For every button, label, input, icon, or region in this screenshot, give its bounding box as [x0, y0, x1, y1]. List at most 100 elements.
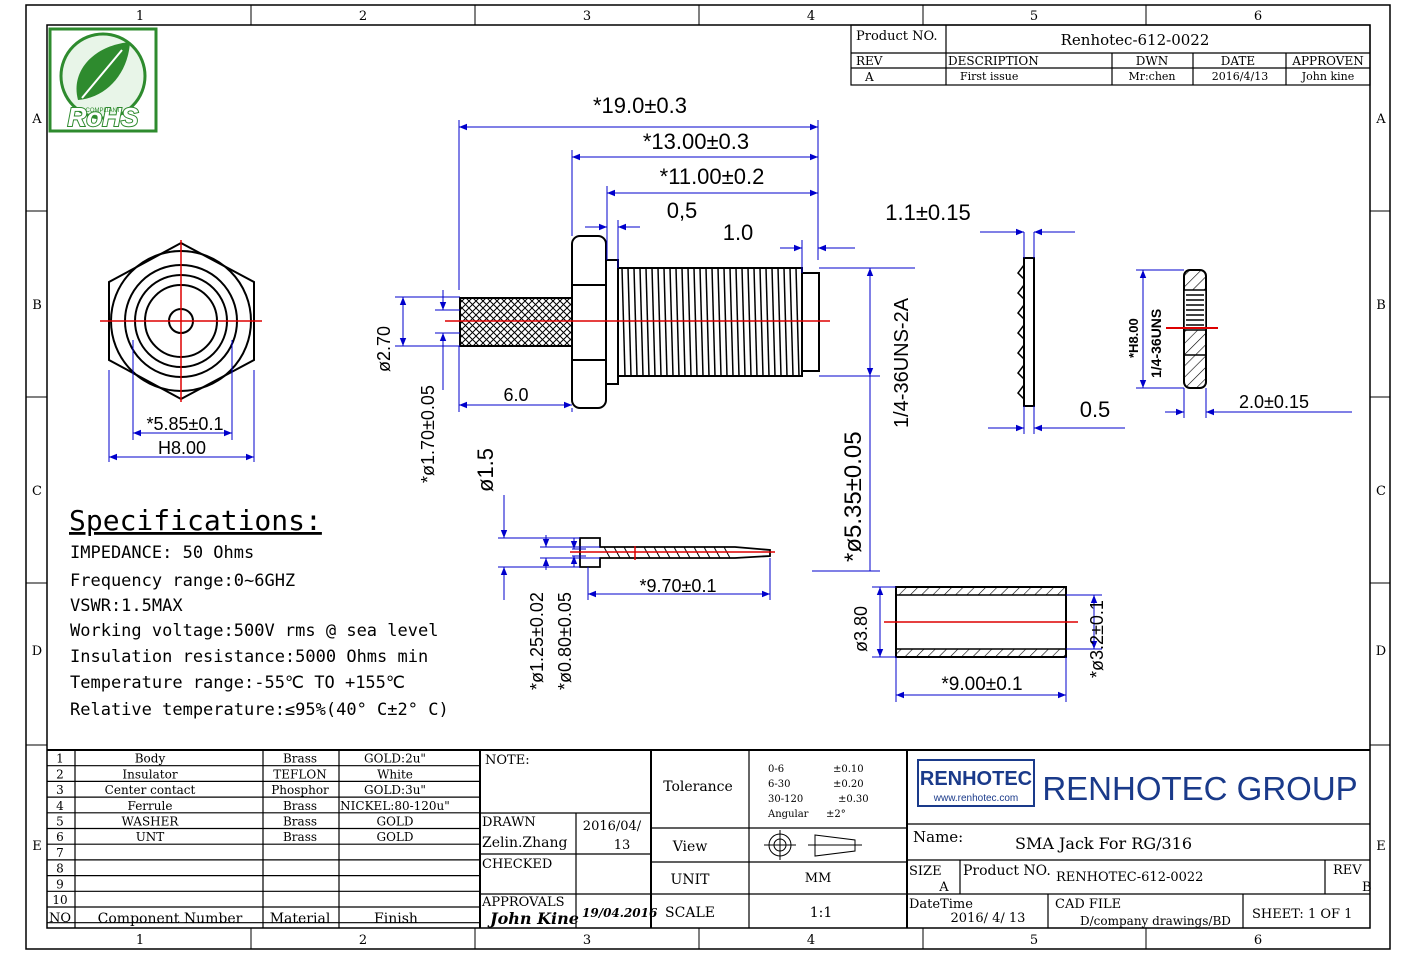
washer-tooth — [1017, 324, 1025, 340]
thread-line — [699, 267, 704, 377]
thread-line — [645, 267, 650, 377]
tol-range-2: 6-30 — [768, 779, 790, 790]
ferrule-view — [884, 586, 1078, 658]
inner-border — [46, 24, 1371, 929]
row-label-c: C — [32, 484, 42, 499]
washer-tooth — [1017, 384, 1025, 400]
spec-line: Relative temperature:≤95%(40° C±2° C) — [70, 700, 449, 720]
thread-line — [747, 267, 752, 377]
col-label-4: 4 — [807, 9, 815, 24]
thread-line — [789, 267, 794, 377]
dim-9-70: *9.70±0.1 — [640, 576, 717, 596]
bom-cell: Phosphor — [271, 783, 329, 797]
dim-13: *13.00±0.3 — [643, 129, 749, 154]
thread-line — [723, 267, 728, 377]
approven-header: APPROVEN — [1291, 54, 1363, 68]
dim-2-0: 2.0±0.15 — [1239, 392, 1309, 412]
washer-tooth — [1017, 344, 1025, 360]
thread-line — [669, 267, 674, 377]
dim-9-00: *9.00±0.1 — [941, 674, 1022, 695]
washer-tooth — [1017, 264, 1025, 280]
dim-2-70: ø2.70 — [374, 326, 394, 372]
bom-cell: Brass — [283, 752, 317, 766]
thread-line — [771, 267, 776, 377]
thread-line — [759, 267, 764, 377]
approvals-date: 19/04.2016 — [582, 906, 658, 920]
dim-19: *19.0±0.3 — [593, 93, 687, 118]
bom-cell: UNT — [136, 830, 165, 844]
dim-0-5-a: 0,5 — [667, 198, 698, 223]
drawn-name: Zelin.Zhang — [482, 835, 568, 851]
spec-line: Working voltage:500V rms @ sea level — [70, 621, 438, 641]
thread-line — [783, 267, 788, 377]
tol-range-3: 30-120 — [768, 794, 803, 805]
bom-cell: 7 — [56, 846, 64, 860]
washer-tooth — [1017, 304, 1025, 320]
row-label-e-right: E — [1376, 839, 1386, 854]
approven-value: John kine — [1301, 70, 1354, 83]
dim-h8-nut: *H8.00 — [1126, 318, 1141, 358]
pn-label: Product NO. — [963, 863, 1051, 879]
thread-line — [675, 267, 680, 377]
col-label-6: 6 — [1254, 9, 1262, 24]
rev-value-bottom: B — [1362, 880, 1372, 895]
thread-line — [705, 267, 710, 377]
thread-line — [735, 267, 740, 377]
dim-3-80: ø3.80 — [851, 606, 871, 652]
dim-1-0: 1.0 — [723, 220, 754, 245]
bom-cell: Center contact — [105, 783, 196, 797]
bom-cell: White — [377, 767, 413, 781]
nut-side-view — [1166, 269, 1218, 389]
dwn-value: Mr:chen — [1128, 70, 1175, 83]
nut-thread-spec: 1/4-36UNS — [1148, 309, 1164, 378]
rev-value: A — [864, 70, 874, 84]
outer-border — [25, 4, 1391, 950]
rohs-ring-text: COMPLIANT — [85, 108, 120, 114]
row-label-c-right: C — [1376, 484, 1386, 499]
scale-value: 1:1 — [810, 905, 833, 921]
col-label-2: 2 — [359, 9, 367, 24]
row-label-b-right: B — [1376, 298, 1386, 313]
col-label-5-bottom: 5 — [1030, 933, 1038, 948]
thread-line — [681, 267, 686, 377]
rohs-label: RoHS — [68, 102, 139, 132]
bom-cell: TEFLON — [273, 767, 326, 781]
bom-cell: 8 — [56, 862, 64, 876]
specs-title: Specifications: — [69, 504, 322, 537]
bom-cell: 9 — [56, 877, 64, 891]
bom-cell: 4 — [56, 799, 64, 813]
logo-url: www.renhotec.com — [933, 793, 1018, 804]
renhotec-logo: RENHOTEC www.renhotec.com — [917, 759, 1035, 807]
row-label-d: D — [32, 644, 42, 659]
bom-cell: GOLD — [376, 815, 413, 829]
group-name: RENHOTEC GROUP — [1042, 770, 1357, 807]
bom-cell: Ferrule — [128, 799, 173, 813]
dim-1-1: 1.1±0.15 — [885, 200, 970, 225]
title-block-top — [850, 24, 1371, 86]
date-header: DATE — [1221, 54, 1255, 68]
spec-line: Frequency range:0~6GHZ — [70, 571, 295, 591]
datetime-label: DateTime — [909, 897, 973, 912]
dim-5-85: *5.85±0.1 — [147, 414, 224, 434]
dim-h8-hex: H8.00 — [158, 438, 206, 458]
col-label-1-bottom: 1 — [136, 933, 144, 948]
thread-line — [639, 267, 644, 377]
bom-cell: Brass — [283, 830, 317, 844]
checked-label: CHECKED — [482, 857, 552, 872]
view-label: View — [672, 839, 708, 855]
bom-cell: NICKEL:80-120u" — [340, 799, 450, 813]
bom-cell: WASHER — [122, 815, 180, 829]
bom-cell: GOLD:3u" — [364, 783, 426, 797]
tol-range-4: Angular — [767, 809, 809, 820]
rev-header: REV — [856, 54, 883, 68]
rohs-logo: RoHS COMPLIANT — [48, 27, 158, 133]
spec-line: Insulation resistance:5000 Ohms min — [70, 647, 428, 667]
tol-value-4: ±2° — [826, 809, 846, 820]
name-value: SMA Jack For RG/316 — [1015, 834, 1192, 853]
row-label-b: B — [32, 298, 42, 313]
drawn-date-1: 2016/04/ — [583, 819, 642, 834]
hex-dims — [108, 340, 255, 462]
drawn-date-2: 13 — [614, 838, 631, 853]
